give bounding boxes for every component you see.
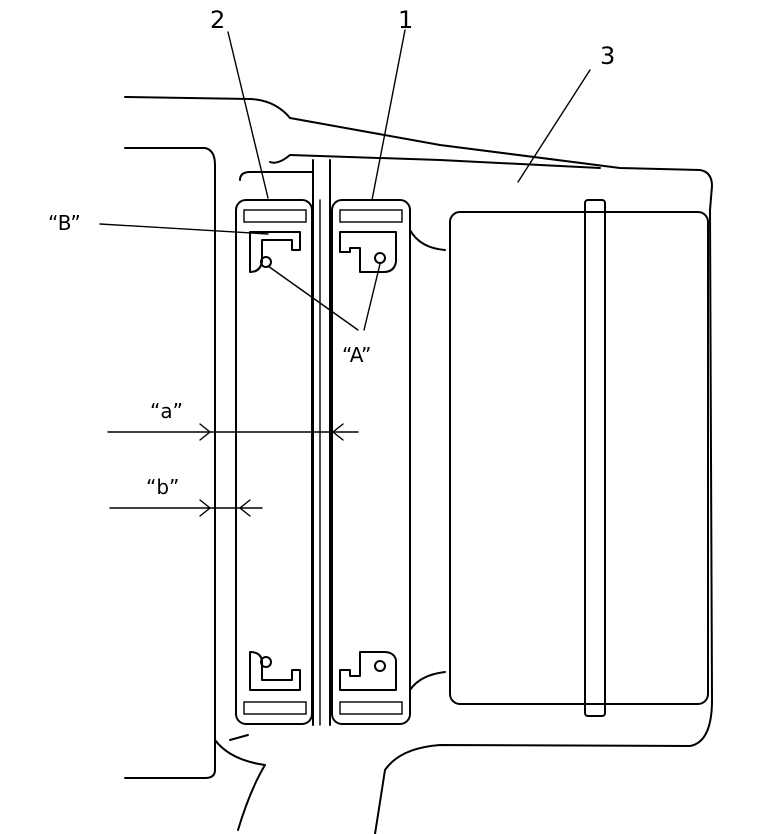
- dimension-b: [109, 499, 263, 517]
- seal-1: [331, 199, 411, 725]
- part-label-2: 2: [210, 6, 225, 34]
- seal-2: [235, 199, 313, 725]
- label-dim-a: “a”: [150, 399, 183, 423]
- label-A: “A”: [342, 343, 371, 367]
- label-dim-b: “b”: [146, 475, 179, 499]
- center-shaft: [312, 159, 331, 726]
- label-B: “B”: [48, 211, 81, 235]
- dimension-a: [107, 423, 359, 441]
- housing-outline: [124, 96, 713, 834]
- part-label-1: 1: [398, 6, 413, 34]
- part-3-cylinder: [409, 199, 709, 717]
- leader-lines: [99, 29, 591, 331]
- part-label-3: 3: [600, 42, 615, 70]
